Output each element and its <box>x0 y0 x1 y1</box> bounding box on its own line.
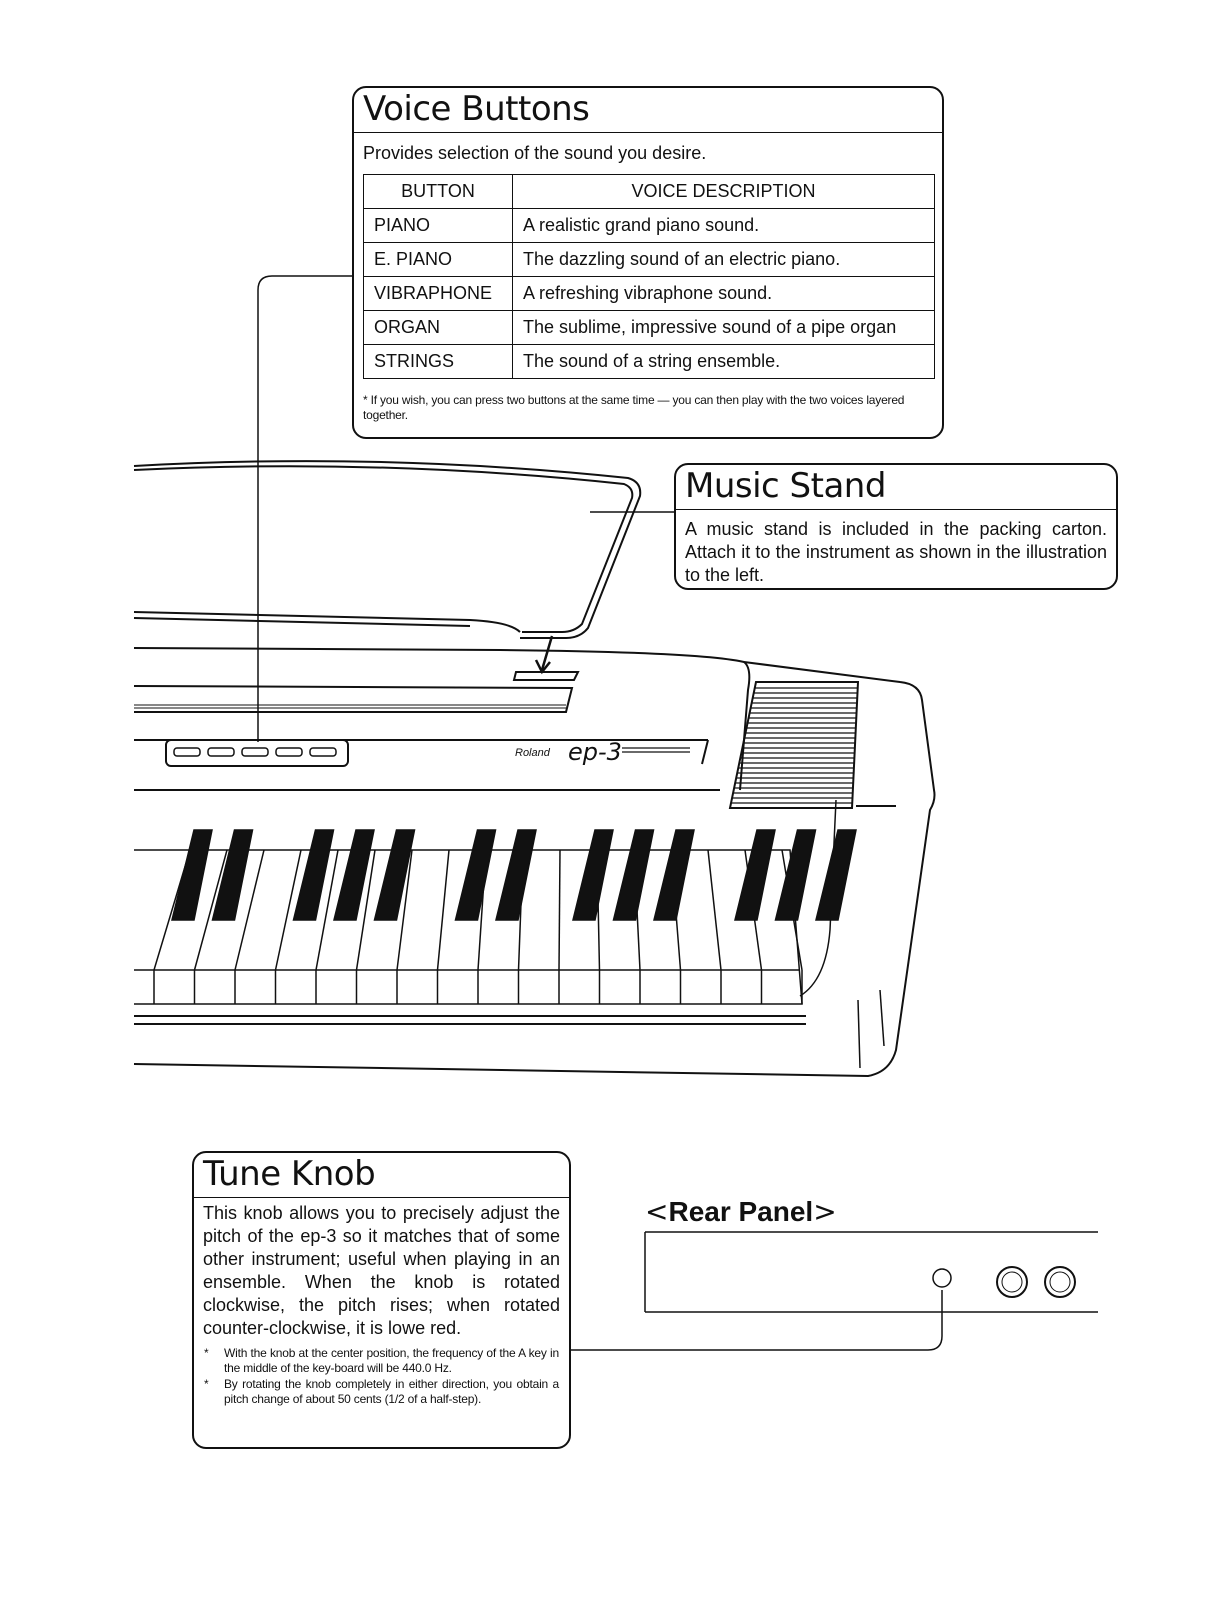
rear-panel-drawing <box>644 1231 1098 1313</box>
music-stand-callout: Music Stand A music stand is included in… <box>674 463 1118 590</box>
model-label: ep-3 <box>568 738 622 766</box>
voice-button-name: STRINGS <box>363 344 513 379</box>
note-text: By rotating the knob completely in eithe… <box>224 1377 559 1406</box>
table-row: ORGAN The sublime, impressive sound of a… <box>363 310 935 345</box>
voice-button-drawing <box>173 747 201 757</box>
music-stand-title: Music Stand <box>676 465 1116 510</box>
voice-description: The sound of a string ensemble. <box>512 344 935 379</box>
voice-button-drawing <box>309 747 337 757</box>
white-key-edge <box>707 849 722 971</box>
note-bullet: * <box>204 1346 209 1360</box>
white-key-edge <box>355 849 376 971</box>
table-row: VIBRAPHONE A refreshing vibraphone sound… <box>363 276 935 311</box>
black-key <box>572 829 614 921</box>
white-key-edge <box>234 849 265 971</box>
note-text: With the knob at the center position, th… <box>224 1346 559 1375</box>
voice-description: A realistic grand piano sound. <box>512 208 935 243</box>
black-key <box>333 829 375 921</box>
white-key-edge <box>396 849 413 971</box>
black-key <box>774 829 817 921</box>
black-key <box>454 829 497 921</box>
list-item: * By rotating the knob completely in eit… <box>204 1377 559 1407</box>
white-key-edge <box>274 849 302 971</box>
black-key <box>171 829 213 921</box>
voice-button-name: E. PIANO <box>363 242 513 277</box>
tune-knob-notes: * With the knob at the center position, … <box>194 1344 569 1407</box>
voice-buttons-title: Voice Buttons <box>354 88 942 133</box>
voice-description: The sublime, impressive sound of a pipe … <box>512 310 935 345</box>
black-key <box>292 829 335 921</box>
black-key <box>734 829 776 921</box>
rear-panel-title: <Rear Panel> <box>645 1195 837 1228</box>
white-key-edge <box>436 849 450 971</box>
voice-buttons-note: * If you wish, you can press two buttons… <box>363 393 905 422</box>
voice-button-name: VIBRAPHONE <box>363 276 513 311</box>
black-key <box>612 829 655 921</box>
black-key <box>373 829 416 921</box>
voice-buttons-callout: Voice Buttons Provides selection of the … <box>352 86 944 439</box>
music-stand-drawing <box>133 460 676 639</box>
rear-panel-open-bracket: < <box>645 1195 669 1228</box>
voice-description: A refreshing vibraphone sound. <box>512 276 935 311</box>
table-header-button: BUTTON <box>363 174 513 209</box>
rear-panel-close-bracket: > <box>813 1195 837 1228</box>
black-key <box>211 829 254 921</box>
voice-button-drawing <box>207 747 235 757</box>
table-row: E. PIANO The dazzling sound of an electr… <box>363 242 935 277</box>
voice-button-name: ORGAN <box>363 310 513 345</box>
brand-label: Roland <box>515 747 551 759</box>
music-stand-body: A music stand is included in the packing… <box>685 519 1107 585</box>
table-row: PIANO A realistic grand piano sound. <box>363 208 935 243</box>
table-row: STRINGS The sound of a string ensemble. <box>363 344 935 379</box>
black-key <box>495 829 537 921</box>
voice-description: The dazzling sound of an electric piano. <box>512 242 935 277</box>
piano-body <box>133 611 936 1078</box>
voice-button-drawing <box>275 747 303 757</box>
list-item: * With the knob at the center position, … <box>204 1346 559 1376</box>
voice-button-drawing <box>241 747 269 757</box>
note-bullet: * <box>204 1377 209 1391</box>
voice-button-name: PIANO <box>363 208 513 243</box>
tune-knob-callout: Tune Knob This knob allows you to precis… <box>192 1151 571 1449</box>
rear-panel-title-text: Rear Panel <box>668 1196 814 1227</box>
tune-knob-body: This knob allows you to precisely adjust… <box>203 1203 560 1338</box>
black-keys <box>171 829 857 921</box>
white-key-edge <box>558 849 561 971</box>
black-key <box>815 829 857 921</box>
voice-table: BUTTON VOICE DESCRIPTION PIANO A realist… <box>363 174 935 379</box>
speaker-grille <box>728 681 860 809</box>
white-key-edge <box>315 849 339 971</box>
white-key-edge <box>193 849 228 971</box>
table-header-description: VOICE DESCRIPTION <box>512 174 935 209</box>
black-key <box>653 829 695 921</box>
voice-buttons-intro: Provides selection of the sound you desi… <box>363 143 707 163</box>
tune-knob-title: Tune Knob <box>194 1153 569 1198</box>
keybed-outline <box>134 849 803 1005</box>
